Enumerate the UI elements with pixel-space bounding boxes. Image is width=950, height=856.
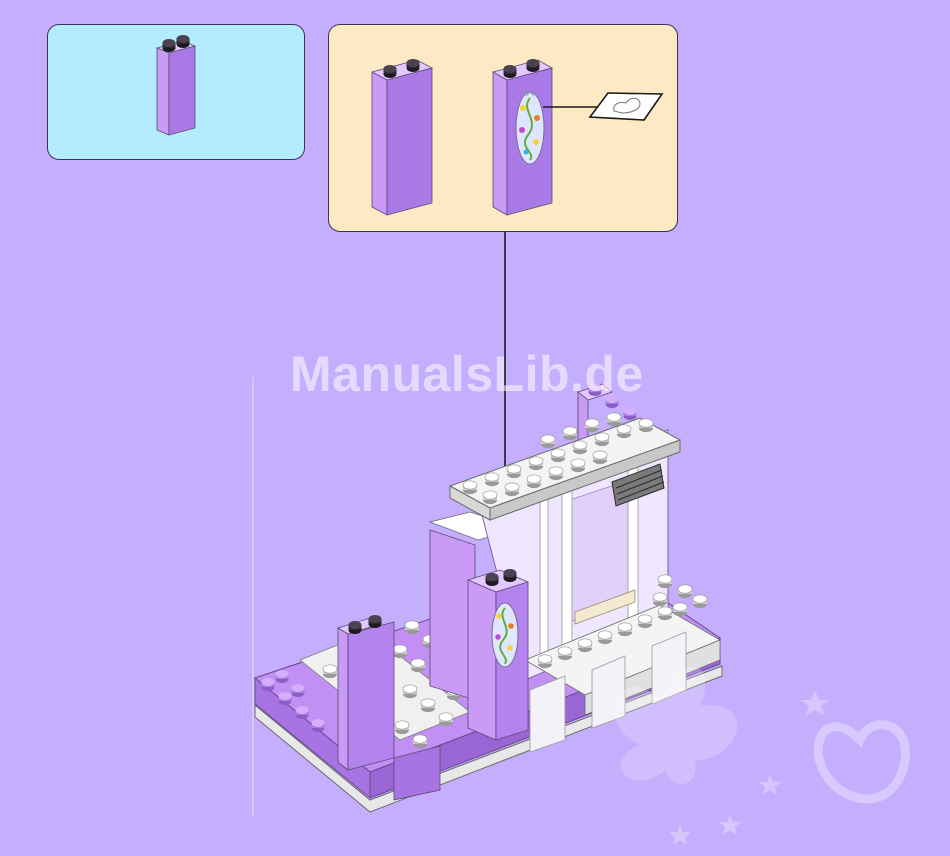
lavender-1x2x5-brick-icon: [372, 59, 432, 215]
heart-icon: [818, 725, 905, 799]
watermark-text: ManualsLib.de: [290, 345, 644, 403]
lavender-1x2x5-brick-icon: [157, 35, 195, 135]
decorated-flower-brick-icon: [493, 59, 552, 215]
sticker-sheet-icon: [590, 93, 662, 120]
